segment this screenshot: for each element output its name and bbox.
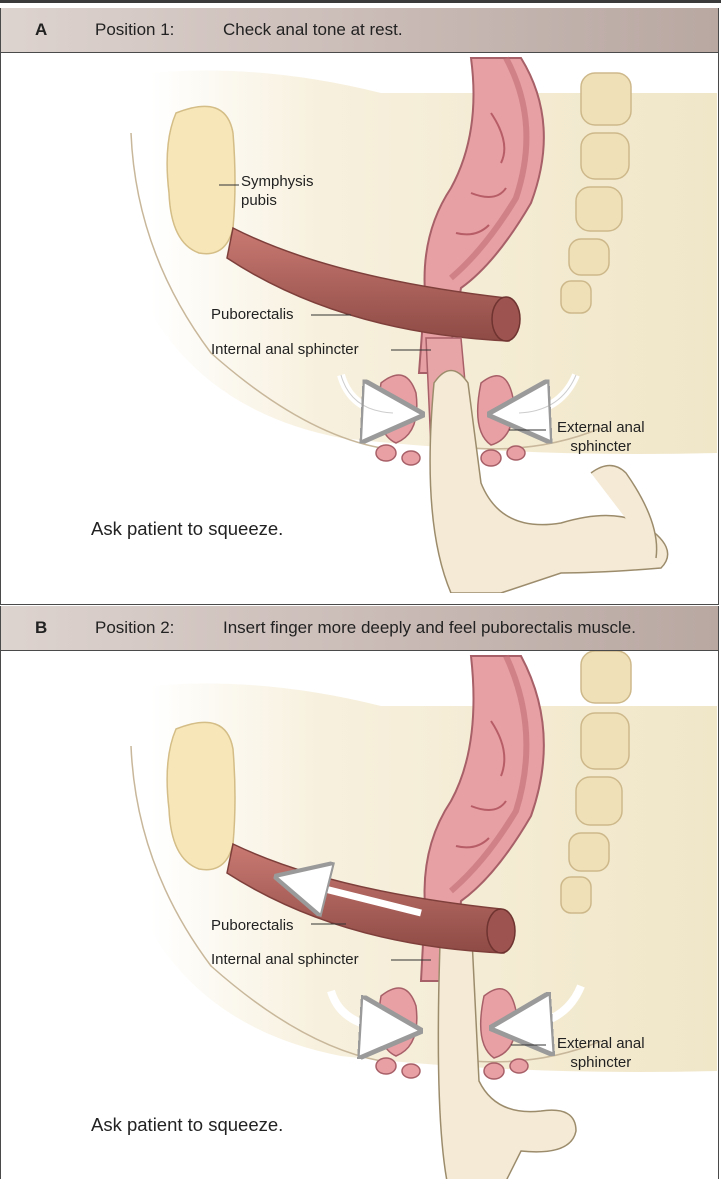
external-label-line1: External anal — [557, 1034, 645, 1053]
panel-a-position: Position 1: — [95, 20, 174, 40]
external-label-line2: sphincter — [557, 1053, 645, 1072]
internal-sphincter-label: Internal anal sphincter — [211, 340, 359, 359]
panel-b-instruction: Ask patient to squeeze. — [91, 1114, 283, 1136]
panel-a: A Position 1: Check anal tone at rest. — [0, 8, 719, 605]
external-sphincter-label: External anal sphincter — [557, 1034, 645, 1072]
symphysis-pubis-bone — [167, 722, 235, 869]
symphysis-label-line2: pubis — [241, 191, 314, 210]
panel-b-caption: Insert finger more deeply and feel pubor… — [223, 618, 636, 638]
symphysis-pubis-label: Symphysis pubis — [241, 172, 314, 210]
symphysis-label-line1: Symphysis — [241, 172, 314, 191]
external-sphincter-label: External anal sphincter — [557, 418, 645, 456]
top-rule — [0, 0, 721, 3]
puborectalis-label: Puborectalis — [211, 916, 294, 935]
panel-b-illustration — [1, 651, 717, 1179]
external-label-line1: External anal — [557, 418, 645, 437]
internal-sphincter-label: Internal anal sphincter — [211, 950, 359, 969]
panel-a-instruction: Ask patient to squeeze. — [91, 518, 283, 540]
panel-a-illustration — [1, 53, 717, 593]
panel-b-letter: B — [35, 618, 47, 638]
symphysis-pubis-bone — [167, 106, 235, 253]
puborectalis-label: Puborectalis — [211, 305, 294, 324]
panel-a-caption: Check anal tone at rest. — [223, 20, 403, 40]
panel-a-header: A Position 1: Check anal tone at rest. — [1, 8, 718, 53]
panel-b-position: Position 2: — [95, 618, 174, 638]
panel-b-header: B Position 2: Insert finger more deeply … — [1, 606, 718, 651]
panel-b: B Position 2: Insert finger more deeply … — [0, 606, 719, 1179]
panel-a-letter: A — [35, 20, 47, 40]
external-label-line2: sphincter — [557, 437, 645, 456]
